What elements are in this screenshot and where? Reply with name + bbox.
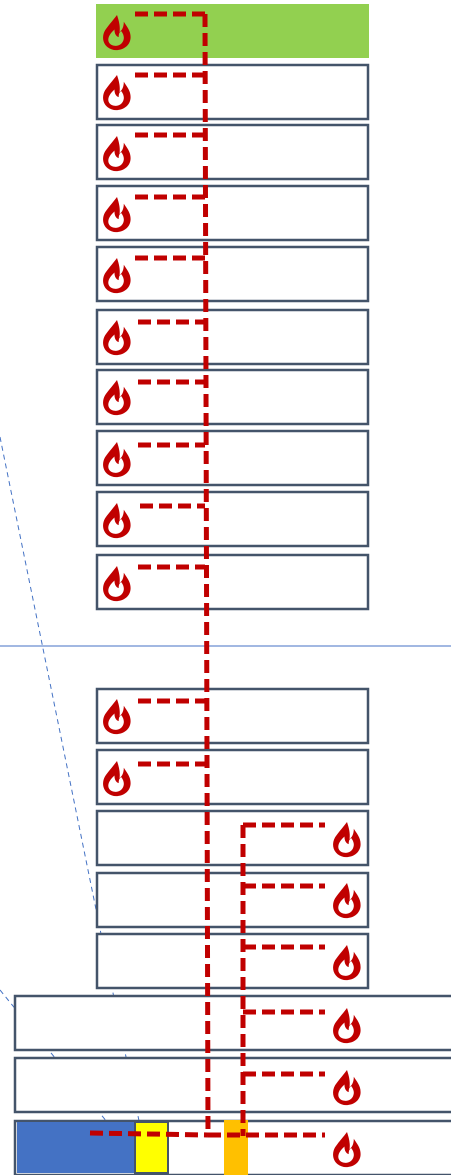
floor [95,687,370,745]
floor [95,368,370,426]
blue-block [17,1122,134,1173]
floor [95,932,370,990]
floor [95,490,370,548]
pipes [89,11,325,1138]
floor [95,809,370,867]
floor [95,245,370,303]
floor [95,871,370,929]
ground-branch-pipe [89,1130,209,1138]
floor-wide [13,1056,451,1114]
floor [95,429,370,487]
floor-wide [13,994,451,1052]
floor [95,553,370,611]
floor [95,308,370,366]
orange-block [224,1120,248,1175]
main-riser-pipe [202,13,211,1137]
floor [95,123,370,181]
floor [95,184,370,242]
yellow-block [134,1121,169,1174]
floor [95,748,370,806]
floors [13,4,451,1175]
